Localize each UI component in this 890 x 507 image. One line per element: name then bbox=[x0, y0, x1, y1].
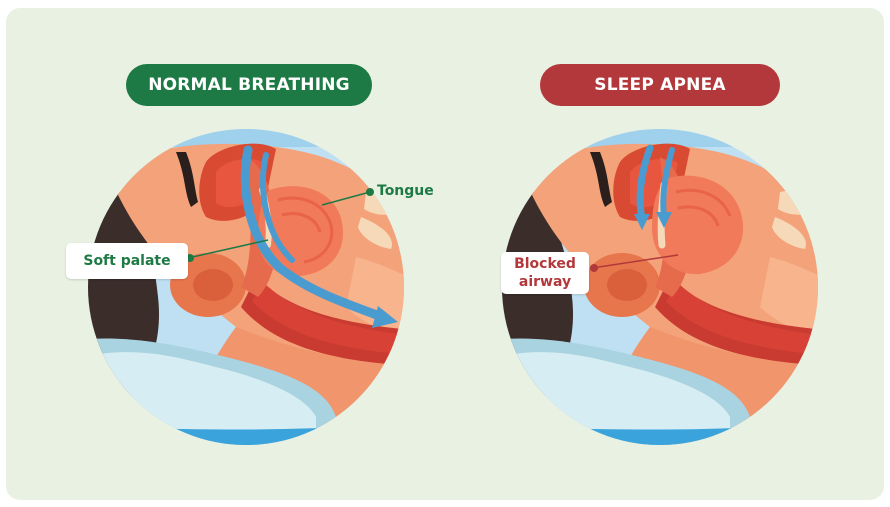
blocked-airway-label-line1: Blocked bbox=[501, 255, 589, 273]
blocked-airway-label: Blocked airway bbox=[501, 252, 589, 294]
normal-breathing-title: NORMAL BREATHING bbox=[126, 64, 372, 106]
soft-palate-label: Soft palate bbox=[66, 243, 188, 279]
blocked-airway-label-line2: airway bbox=[501, 273, 589, 291]
normal-breathing-illustration bbox=[46, 87, 446, 487]
sleep-apnea-title: SLEEP APNEA bbox=[540, 64, 780, 106]
tongue-label: Tongue bbox=[377, 183, 434, 199]
